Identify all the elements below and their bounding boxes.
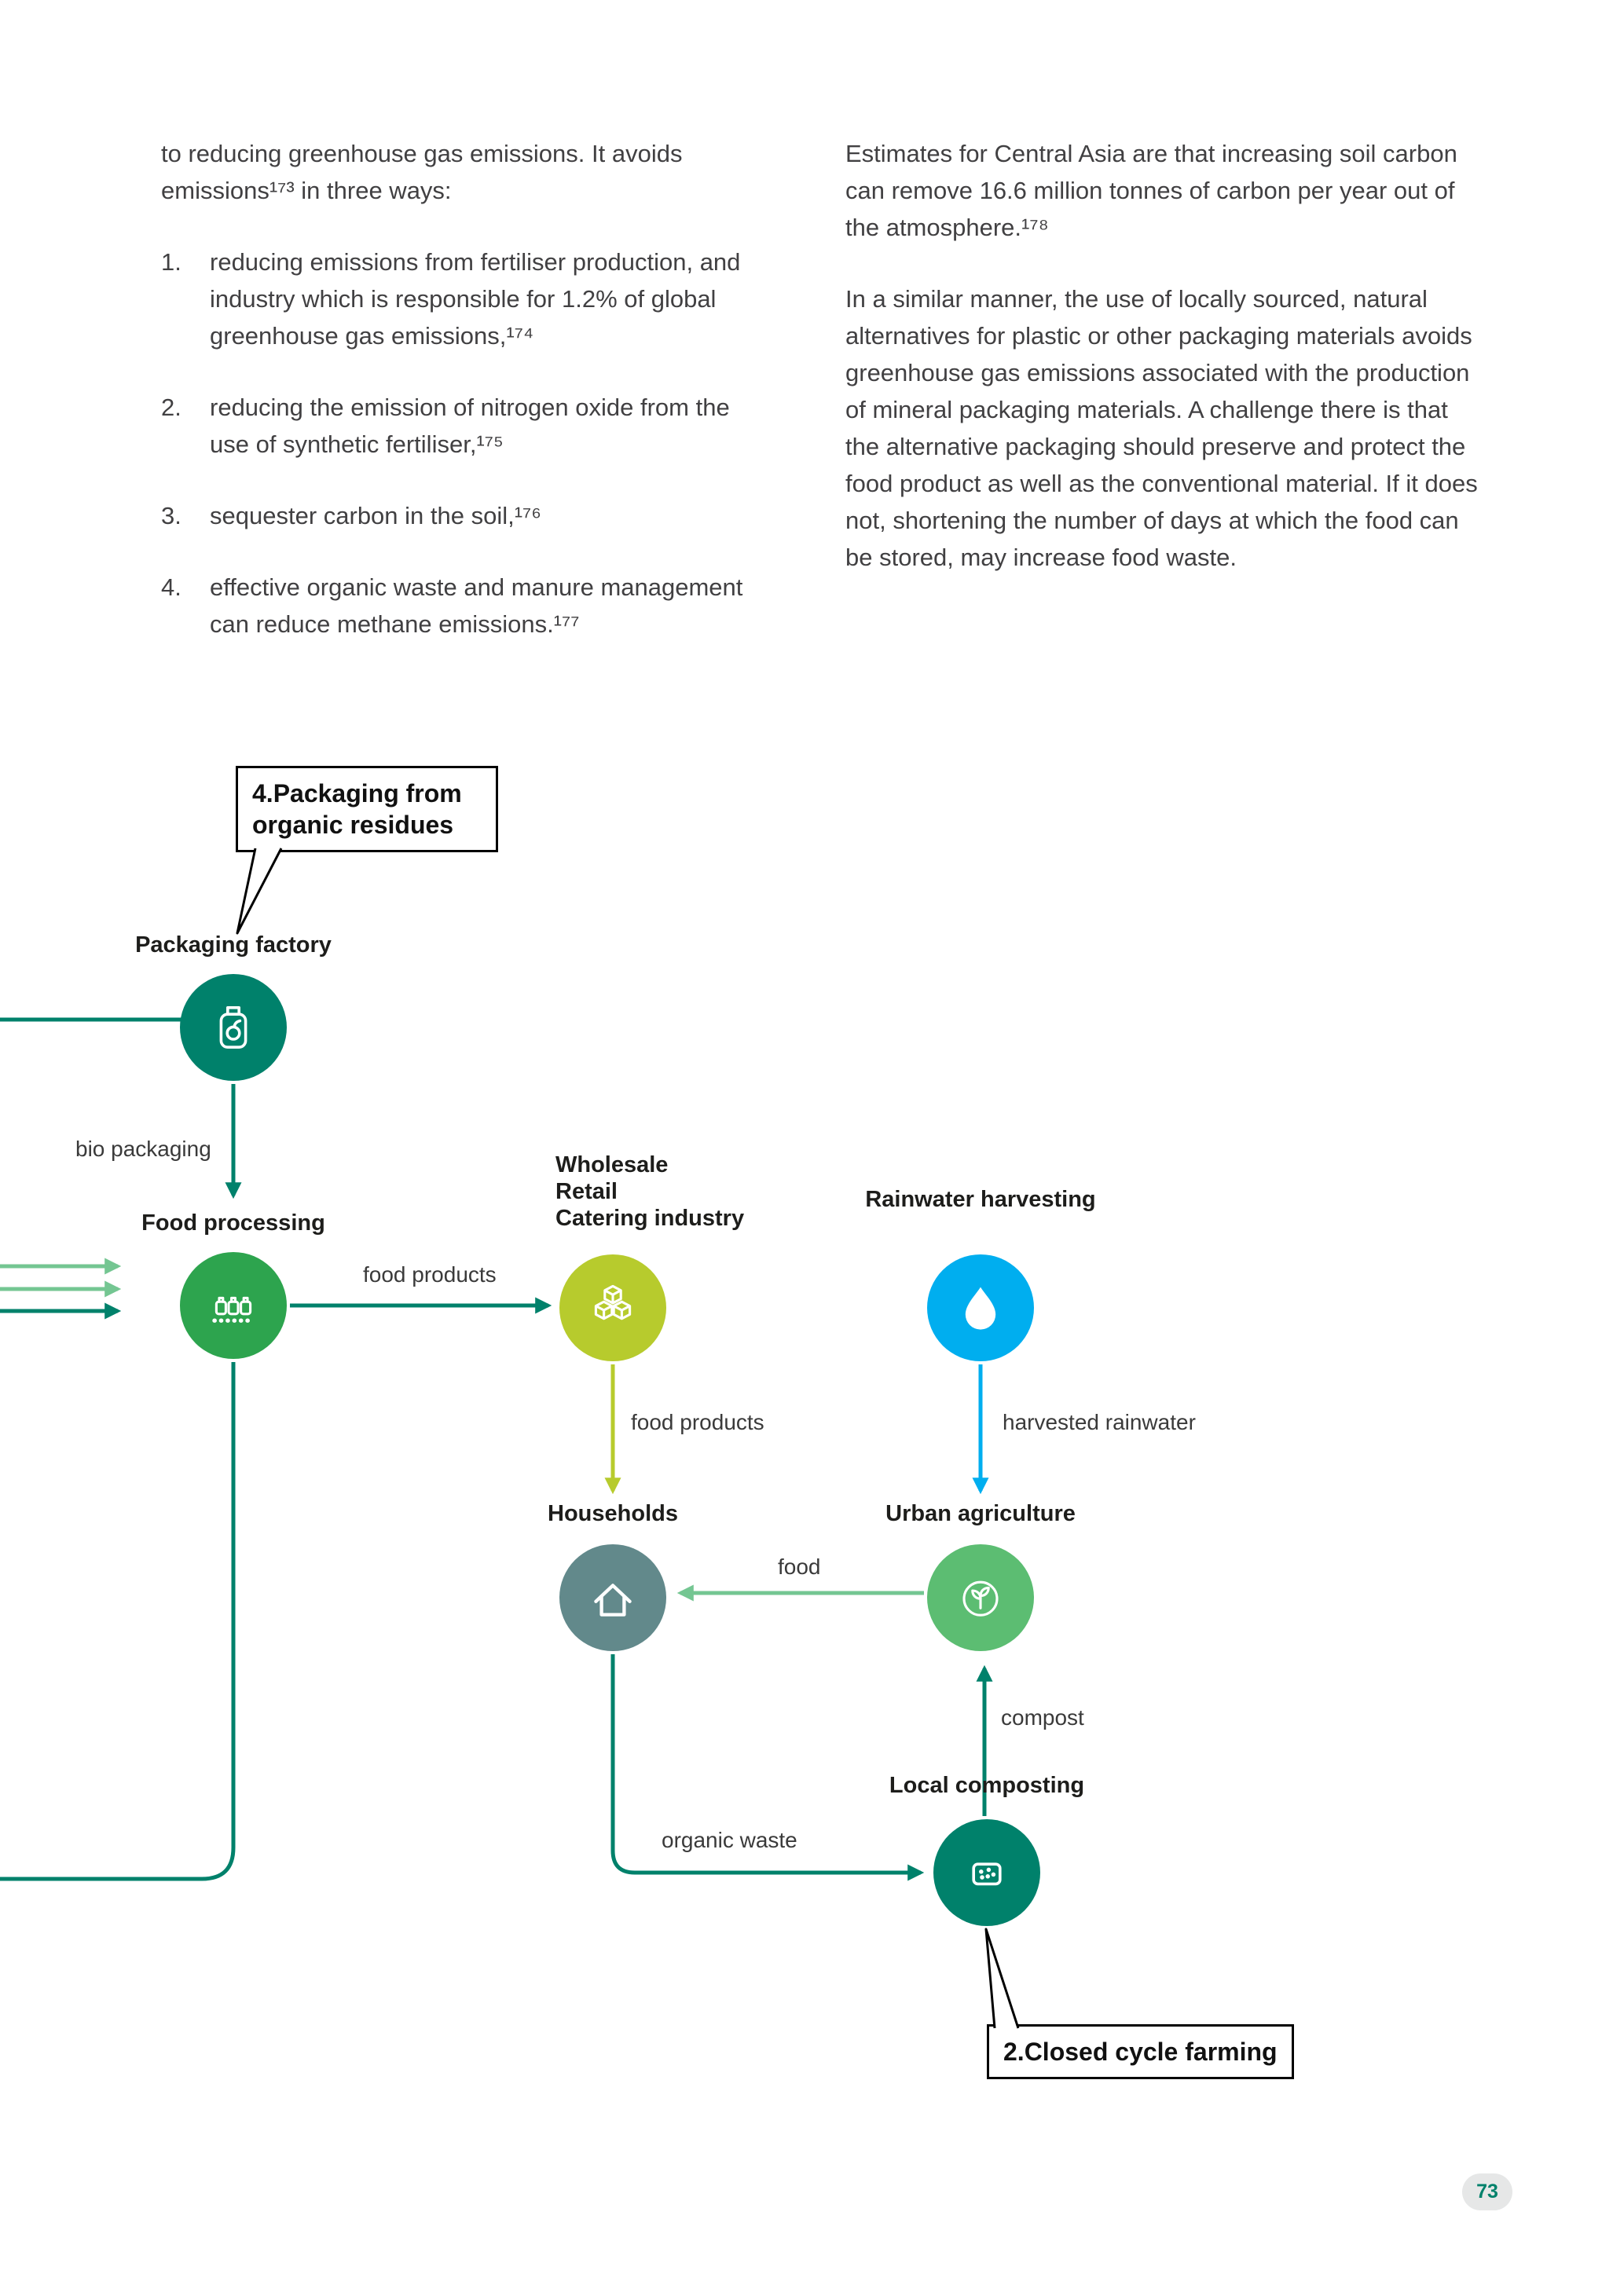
label-rainwater-harvesting: Rainwater harvesting: [865, 1187, 1096, 1212]
list-number: 1.: [161, 248, 181, 276]
conveyor-icon: [212, 1296, 255, 1323]
label-wholesale: Wholesale Retail Catering industry: [555, 1152, 744, 1232]
paragraph: Estimates for Central Asia are that incr…: [845, 140, 1457, 241]
edge-label-bio-packaging: bio packaging: [75, 1137, 211, 1161]
edge-label-organic-waste: organic waste: [662, 1828, 797, 1852]
label-urban-agriculture: Urban agriculture: [885, 1501, 1076, 1526]
callout-packaging-from-organic-residues: 4.Packaging from organic residues: [236, 766, 498, 852]
list-text: effective organic waste and manure manag…: [210, 573, 743, 638]
edge-label-compost: compost: [1001, 1705, 1084, 1730]
node-wholesale: [559, 1254, 666, 1361]
edge-label-harvested-rainwater: harvested rainwater: [1003, 1410, 1196, 1434]
right-text-column: Estimates for Central Asia are that incr…: [845, 135, 1482, 610]
list-item: 4. effective organic waste and manure ma…: [161, 569, 778, 643]
node-local-composting: [933, 1819, 1040, 1926]
label-packaging-factory: Packaging factory: [135, 932, 332, 958]
list-number: 4.: [161, 573, 181, 601]
node-food-processing: [180, 1252, 287, 1359]
node-urban-agriculture: [927, 1544, 1034, 1651]
list-item: 1. reducing emissions from fertiliser pr…: [161, 244, 778, 354]
boxes-icon: [594, 1284, 632, 1320]
list-text: reducing emissions from fertiliser produ…: [210, 248, 741, 350]
page-number-badge: 73: [1462, 2173, 1512, 2210]
edge-label-food: food: [778, 1554, 821, 1579]
left-text-column: to reducing greenhouse gas emissions. It…: [161, 135, 778, 677]
list-number: 3.: [161, 502, 181, 529]
label-wholesale-line: Catering industry: [555, 1206, 745, 1231]
edge-label-food-products: food products: [631, 1410, 764, 1434]
label-wholesale-line: Wholesale: [555, 1152, 669, 1177]
list-item: 2. reducing the emission of nitrogen oxi…: [161, 389, 778, 463]
node-households: [559, 1544, 666, 1651]
edge-label-food-products: food products: [363, 1262, 497, 1287]
list-text: reducing the emission of nitrogen oxide …: [210, 394, 730, 458]
house-icon: [594, 1584, 632, 1617]
list-item: 3. sequester carbon in the soil,¹⁷⁶: [161, 497, 778, 534]
compost-bin-icon: [972, 1862, 1002, 1886]
intro-paragraph: to reducing greenhouse gas emissions. It…: [161, 140, 683, 204]
callout-packaging-tail: [236, 848, 283, 935]
node-packaging-factory: [180, 974, 287, 1081]
water-drop-icon: [965, 1287, 996, 1330]
callout-closed-cycle-farming: 2.Closed cycle farming: [987, 2024, 1294, 2079]
jar-icon: [219, 1006, 247, 1049]
paragraph: In a similar manner, the use of locally …: [845, 285, 1478, 571]
label-wholesale-line: Retail: [555, 1179, 618, 1204]
edge-food-processing-exit: [0, 1362, 236, 1881]
label-food-processing: Food processing: [141, 1210, 325, 1236]
sprout-icon: [962, 1580, 999, 1617]
label-local-composting: Local composting: [889, 1773, 1085, 1798]
node-rainwater-harvesting: [927, 1254, 1034, 1361]
label-households: Households: [548, 1501, 678, 1526]
list-text: sequester carbon in the soil,¹⁷⁶: [210, 502, 542, 529]
list-number: 2.: [161, 394, 181, 421]
callout-farming-tail: [984, 1928, 1020, 2029]
